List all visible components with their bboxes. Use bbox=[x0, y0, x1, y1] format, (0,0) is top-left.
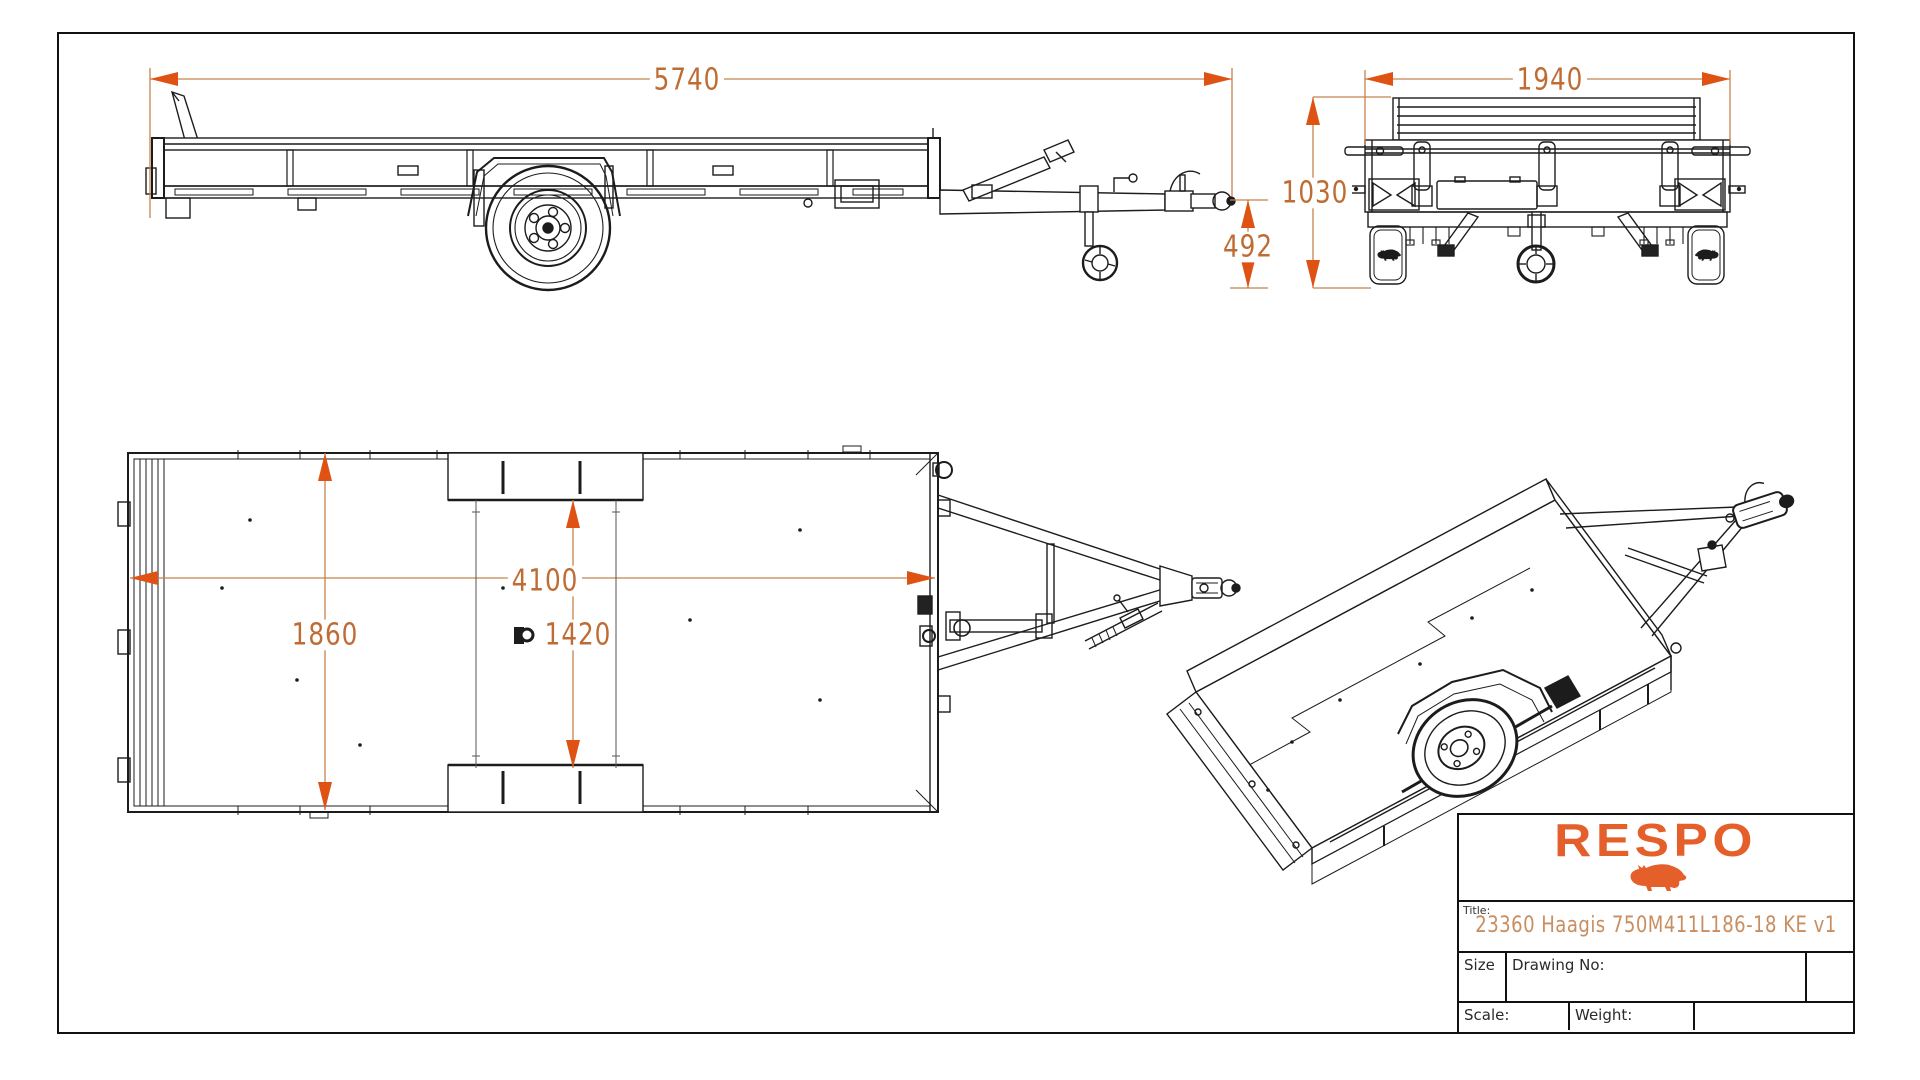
dimension-arrows bbox=[130, 72, 1730, 810]
side-wheel bbox=[484, 164, 612, 292]
side-view bbox=[145, 90, 1236, 292]
jockey-wheel bbox=[1079, 173, 1138, 282]
wheel-boxes bbox=[447, 452, 644, 813]
title-block: RESPO Title: 23360 Haagis 750M411L186-18… bbox=[1457, 813, 1855, 1034]
title-row: Title: 23360 Haagis 750M411L186-18 KE v1 bbox=[1459, 902, 1853, 953]
drawing-frame bbox=[57, 32, 1855, 1034]
scale-cell: Scale: bbox=[1459, 1003, 1570, 1030]
title-label: Title: bbox=[1463, 904, 1491, 917]
dim-bed-width: 1860 bbox=[287, 619, 363, 651]
plan-drawbar bbox=[937, 494, 1241, 671]
weight-cell: Weight: bbox=[1570, 1003, 1695, 1030]
plan-view bbox=[117, 445, 1241, 819]
bull-silhouette-icon bbox=[1377, 249, 1401, 261]
iso-drawbar bbox=[1559, 482, 1795, 637]
iso-view bbox=[1166, 478, 1795, 885]
dim-bed-length: 4100 bbox=[507, 565, 583, 597]
size-row: Size Drawing No: bbox=[1459, 953, 1853, 1003]
dim-overall-width: 1940 bbox=[1512, 65, 1588, 96]
scale-row: Scale: Weight: bbox=[1459, 1003, 1853, 1030]
size-cell: Size bbox=[1459, 953, 1507, 1001]
ramp-plank bbox=[170, 90, 199, 145]
dim-overall-height: 1030 bbox=[1277, 177, 1353, 209]
rear-view bbox=[1344, 97, 1751, 285]
iso-wheel bbox=[1411, 698, 1519, 798]
dim-overall-length: 5740 bbox=[649, 65, 725, 96]
scale-row-empty-cell bbox=[1695, 1003, 1853, 1030]
dim-wheelbox-gap: 1420 bbox=[540, 619, 616, 651]
d-ring-icon bbox=[514, 627, 535, 644]
respo-bull-icon bbox=[1630, 864, 1687, 892]
respo-logo-text: RESPO bbox=[1554, 813, 1758, 866]
licence-plate bbox=[1436, 180, 1538, 210]
tail-lights bbox=[1368, 178, 1726, 211]
dim-coupling-height: 492 bbox=[1219, 231, 1277, 262]
mudguards bbox=[1369, 225, 1725, 285]
dimension-extension-lines bbox=[472, 500, 620, 768]
logo-cell: RESPO bbox=[1459, 815, 1853, 902]
bull-silhouette-icon bbox=[1695, 249, 1719, 261]
coupling-head bbox=[1164, 170, 1236, 212]
title-value: 23360 Haagis 750M411L186-18 KE v1 bbox=[1475, 912, 1837, 938]
size-row-empty-cell bbox=[1807, 953, 1853, 1001]
drawing-no-cell: Drawing No: bbox=[1507, 953, 1807, 1001]
